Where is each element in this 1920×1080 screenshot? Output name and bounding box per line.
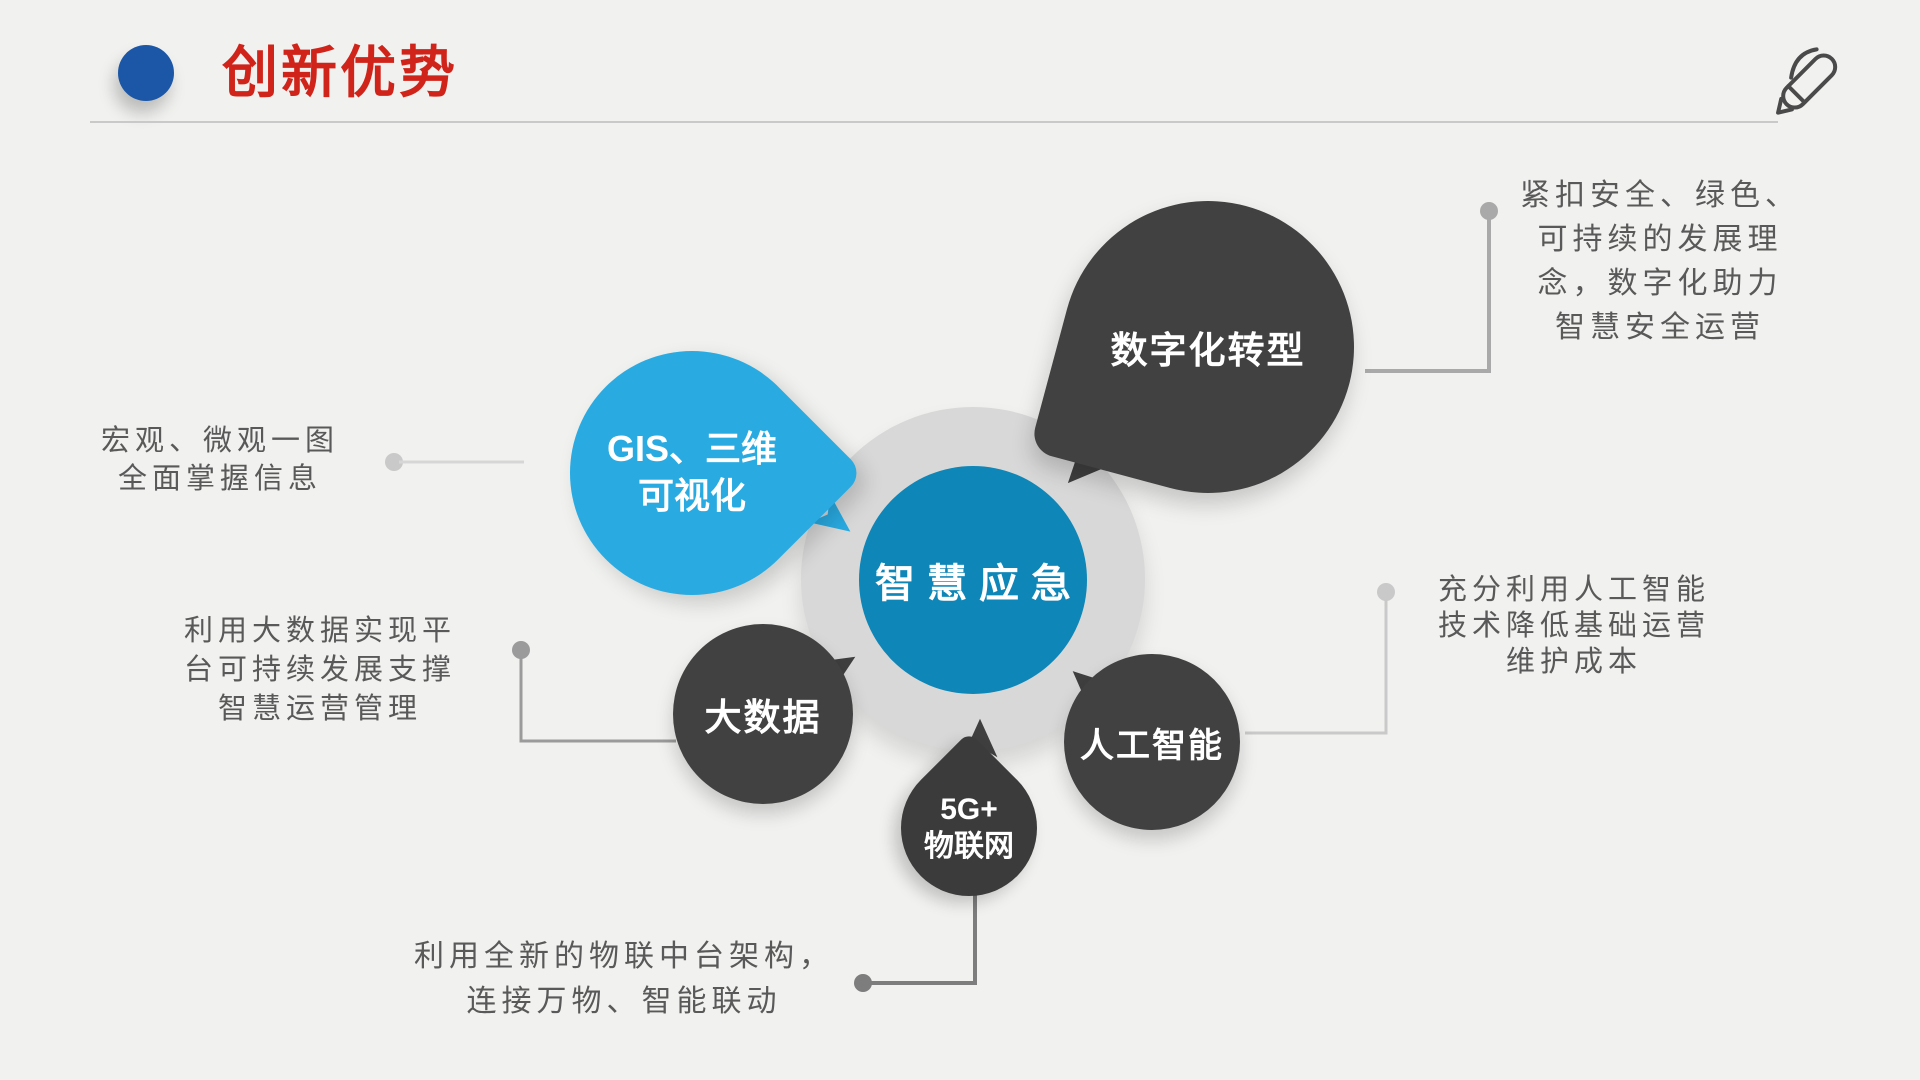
note-ai: 充分利用人工智能 技术降低基础运营 维护成本 <box>1437 574 1710 678</box>
title-bullet-icon <box>118 45 174 101</box>
bubble-gis-label: GIS、三维 可视化 <box>606 428 778 516</box>
bubble-5g-iot: 5G+ 物联网 <box>872 731 1066 925</box>
bubble-gis: GIS、三维 可视化 <box>519 300 865 646</box>
title-divider <box>90 121 1778 123</box>
note-digital: 紧扣安全、绿色、 可持续的发展理 念，数字化助力 智慧安全运营 <box>1520 179 1800 344</box>
hub-center: 智慧应急 <box>859 466 1087 694</box>
slide-title: 创新优势 <box>222 41 458 104</box>
bubble-5g-iot-label: 5G+ 物联网 <box>924 792 1014 864</box>
arrow-from-gis-icon <box>809 494 851 532</box>
note-gis: 宏观、微观一图 全面掌握信息 <box>100 425 339 495</box>
bubble-ai: 人工智能 <box>1064 654 1240 830</box>
pen-icon <box>1776 47 1838 115</box>
note-iot: 利用全新的物联中台架构， 连接万物、智能联动 <box>414 940 834 1018</box>
bubble-ai-label: 人工智能 <box>1080 726 1224 765</box>
bubble-digital-transformation: 数字化转型 <box>1029 168 1387 526</box>
bubble-bigdata: 大数据 <box>673 624 853 804</box>
bubble-digital-label: 数字化转型 <box>1110 330 1306 371</box>
note-bigdata: 利用大数据实现平 台可持续发展支撑 智慧运营管理 <box>183 615 456 725</box>
hub-label: 智慧应急 <box>875 562 1083 606</box>
bubble-bigdata-label: 大数据 <box>704 697 822 738</box>
